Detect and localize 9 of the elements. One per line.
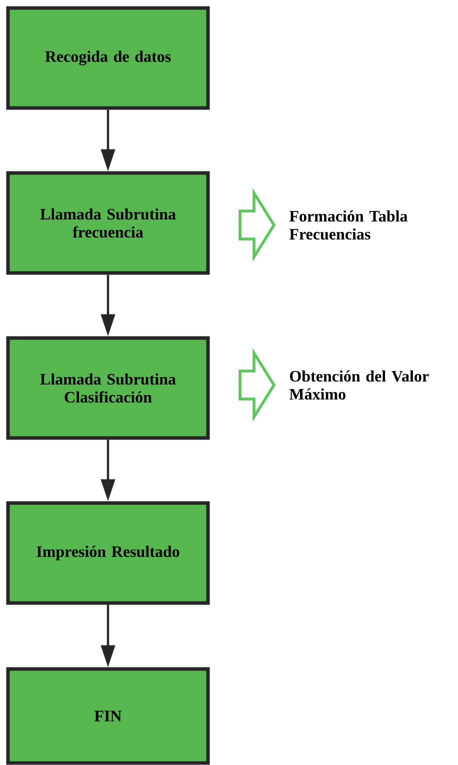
process-box: Llamada Subrutina frecuencia <box>6 171 210 275</box>
note-text: Obtención del Valor Máximo <box>289 370 429 400</box>
process-box: Llamada Subrutina Clasificación <box>6 336 210 440</box>
chevron-arrow <box>238 348 276 422</box>
process-box: Impresión Resultado <box>6 501 210 605</box>
chevron-arrow <box>238 188 276 262</box>
note-text: Formación Tabla Frecuencias <box>289 210 408 240</box>
process-box: FIN <box>6 667 210 765</box>
process-box: Recogida de datos <box>6 6 210 110</box>
